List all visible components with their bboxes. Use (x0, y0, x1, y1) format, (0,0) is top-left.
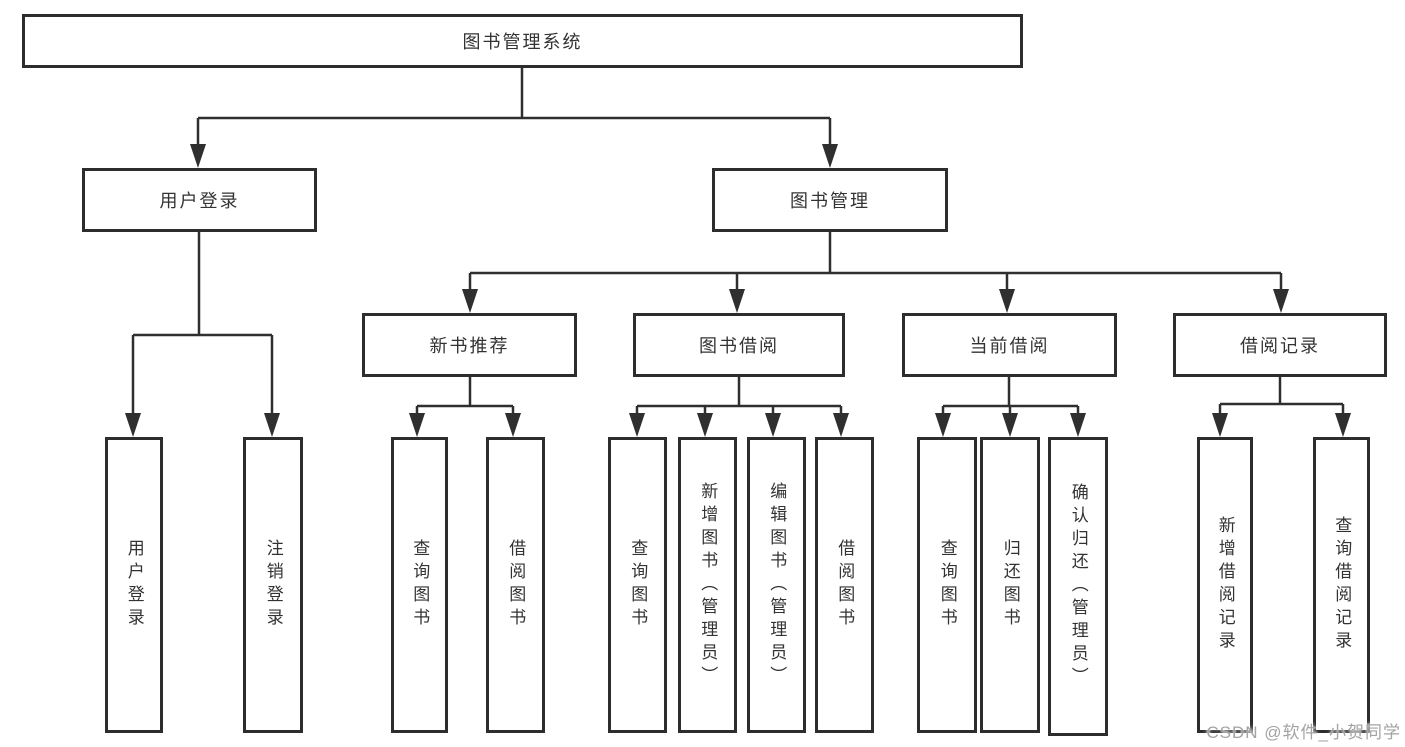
node-label-book-borrowing: 图书借阅 (699, 336, 779, 356)
node-br-query-record: 查询借阅记录 (1313, 437, 1370, 733)
node-book-management: 图书管理 (712, 168, 948, 232)
node-label-bb-edit-books: 编辑图书（管理员） (767, 481, 787, 689)
node-user-login: 用户登录 (82, 168, 317, 232)
node-bb-query-books: 查询图书 (608, 437, 667, 733)
node-label-root: 图书管理系统 (462, 32, 583, 52)
node-br-add-record: 新增借阅记录 (1197, 437, 1253, 733)
node-label-br-add-record: 新增借阅记录 (1215, 516, 1235, 654)
node-root: 图书管理系统 (22, 14, 1023, 68)
node-nbr-borrow-books: 借阅图书 (486, 437, 545, 733)
node-label-new-book-recommend: 新书推荐 (429, 336, 510, 356)
node-cb-query-books: 查询图书 (917, 437, 977, 733)
node-bb-edit-books: 编辑图书（管理员） (747, 437, 806, 733)
node-nbr-query-books: 查询图书 (391, 437, 448, 733)
node-borrowing-records: 借阅记录 (1173, 313, 1387, 377)
node-book-borrowing: 图书借阅 (633, 313, 845, 377)
node-current-borrowing: 当前借阅 (902, 313, 1117, 377)
node-label-user-login: 用户登录 (159, 191, 240, 211)
node-label-cb-confirm-return: 确认归还（管理员） (1068, 483, 1088, 690)
node-new-book-recommend: 新书推荐 (362, 313, 577, 377)
node-label-current-borrowing: 当前借阅 (969, 336, 1050, 356)
node-label-bb-query-books: 查询图书 (628, 539, 648, 631)
node-user-login-leaf: 用户登录 (105, 437, 163, 733)
node-label-bb-borrow-books: 借阅图书 (835, 539, 855, 631)
node-cb-confirm-return: 确认归还（管理员） (1048, 437, 1108, 736)
node-bb-add-books: 新增图书（管理员） (678, 437, 737, 733)
watermark-text: CSDN @软件_小贺同学 (1206, 723, 1401, 742)
node-bb-borrow-books: 借阅图书 (815, 437, 874, 733)
node-label-nbr-query-books: 查询图书 (410, 539, 430, 631)
node-label-book-management: 图书管理 (790, 191, 870, 211)
node-label-nbr-borrow-books: 借阅图书 (506, 539, 526, 631)
node-logout-leaf: 注销登录 (243, 437, 303, 733)
node-label-user-login-leaf: 用户登录 (124, 539, 144, 631)
node-label-bb-add-books: 新增图书（管理员） (698, 481, 718, 689)
node-cb-return-books: 归还图书 (980, 437, 1040, 733)
node-label-br-query-record: 查询借阅记录 (1332, 516, 1352, 654)
node-label-borrowing-records: 借阅记录 (1240, 336, 1320, 356)
node-label-logout-leaf: 注销登录 (263, 539, 283, 631)
node-label-cb-return-books: 归还图书 (1000, 539, 1020, 631)
node-label-cb-query-books: 查询图书 (937, 539, 957, 631)
